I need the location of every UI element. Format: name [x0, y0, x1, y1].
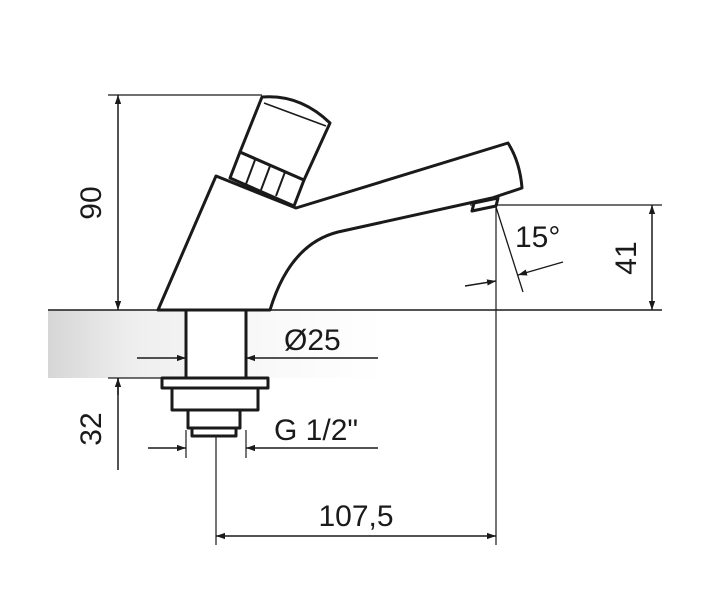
ring-knurling [245, 159, 286, 197]
thread-end [186, 408, 242, 430]
tailpiece-pipe [184, 308, 248, 380]
label-pipe-diameter: Ø25 [284, 324, 341, 357]
angle-arrow-right [517, 261, 564, 276]
label-spout-height: 41 [610, 241, 643, 274]
faucet-body [156, 141, 524, 312]
angle-arrow-left [464, 279, 497, 287]
fixing-nut [170, 386, 260, 412]
push-button-cap [238, 95, 332, 182]
label-angle: 15° [515, 221, 560, 254]
cap-edge [263, 102, 327, 127]
label-base-height: 32 [75, 412, 108, 445]
aerator [470, 196, 500, 213]
angle-ray [495, 206, 524, 293]
label-thread: G 1/2" [274, 414, 358, 447]
label-reach: 107,5 [318, 500, 393, 533]
faucet [156, 95, 524, 312]
tailpiece [160, 308, 270, 438]
thread-tip [190, 426, 238, 438]
label-total-height: 90 [75, 186, 108, 219]
